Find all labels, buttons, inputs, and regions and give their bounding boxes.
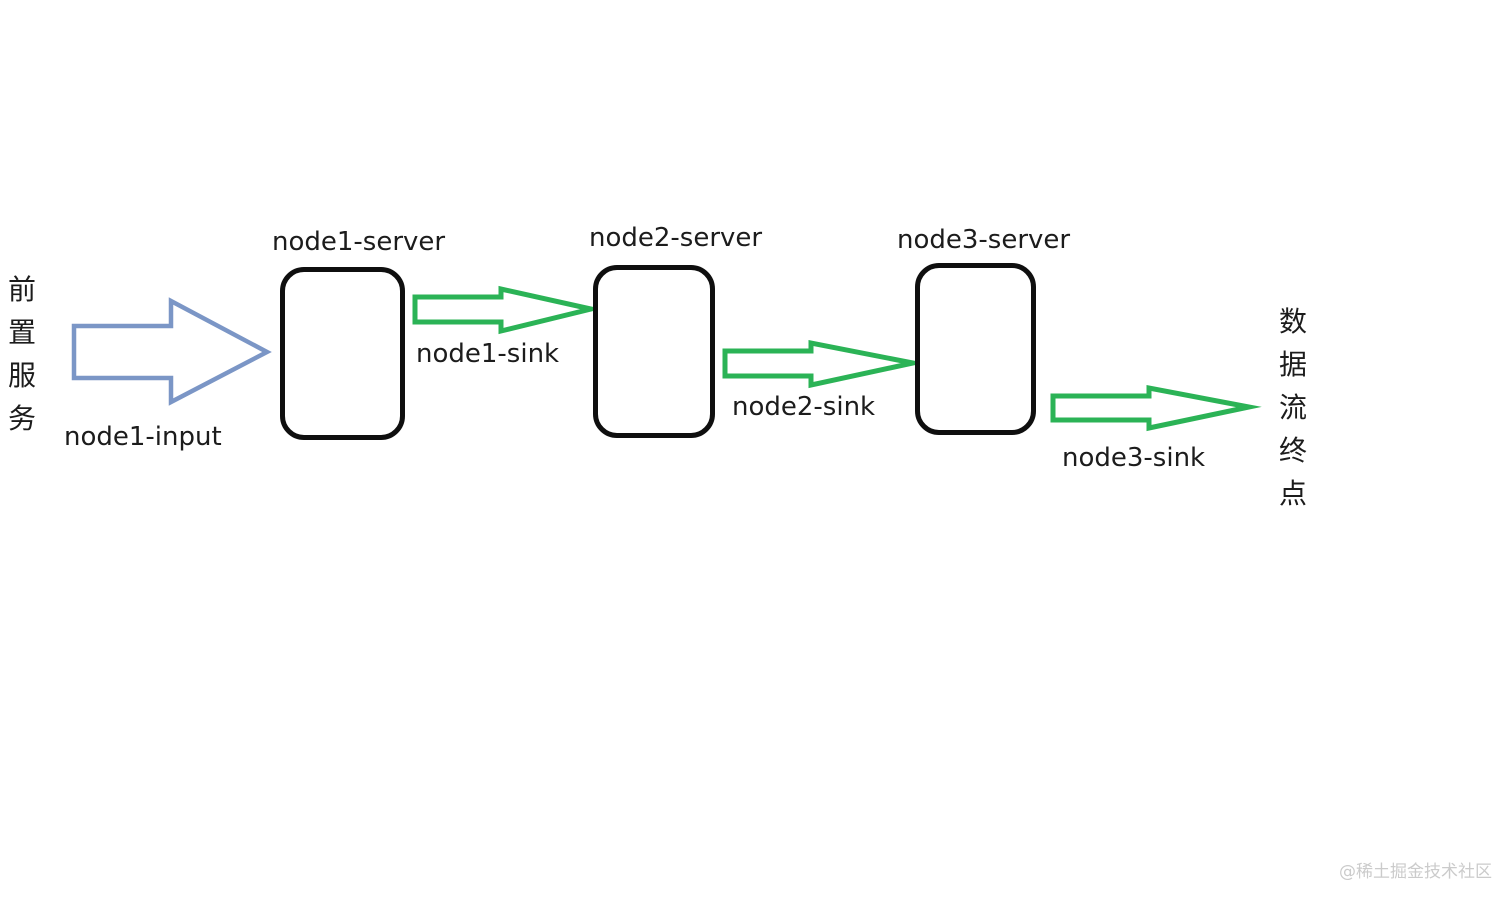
source-service-char: 前 [8, 273, 37, 306]
input-arrow-label: node1-input [64, 422, 222, 452]
sink-arrow-3-icon [1050, 384, 1262, 432]
source-service-char: 服 [8, 359, 37, 392]
node1-server-box [280, 267, 405, 440]
node1-sink-label: node1-sink [416, 339, 560, 369]
endpoint-char: 数 [1279, 305, 1308, 338]
watermark: @稀土掘金技术社区 [1339, 862, 1492, 882]
source-service-char: 务 [8, 402, 37, 435]
endpoint-char: 据 [1279, 348, 1308, 381]
endpoint-char: 点 [1279, 477, 1308, 510]
sink-arrow-1-icon [412, 285, 603, 335]
endpoint-char: 终 [1279, 434, 1308, 467]
input-arrow-icon [71, 297, 272, 406]
node3-server-box [915, 263, 1036, 435]
node3-sink-label: node3-sink [1062, 443, 1206, 473]
node1-server-label: node1-server [272, 227, 446, 257]
sink-arrow-2-icon [722, 339, 926, 389]
node2-server-box [593, 265, 715, 438]
node3-server-label: node3-server [897, 225, 1071, 255]
node2-server-label: node2-server [589, 223, 763, 253]
source-service-label: 前 置 服 务 [8, 268, 36, 440]
endpoint-char: 流 [1279, 391, 1308, 424]
source-service-char: 置 [8, 316, 37, 349]
data-flow-endpoint-label: 数 据 流 终 点 [1279, 300, 1307, 515]
node2-sink-label: node2-sink [732, 392, 876, 422]
